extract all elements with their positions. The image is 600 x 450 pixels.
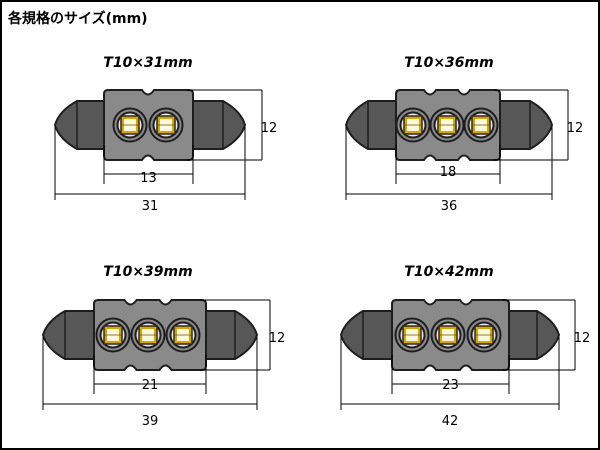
end-cap-right bbox=[497, 100, 554, 150]
led-chip bbox=[130, 317, 166, 353]
height-label: 12 bbox=[574, 331, 591, 346]
body-width-label: 13 bbox=[140, 171, 157, 186]
height-label: 12 bbox=[567, 121, 584, 136]
led-chip bbox=[429, 107, 465, 143]
led-chip bbox=[466, 317, 502, 353]
led-chip bbox=[148, 107, 184, 143]
led-chip bbox=[394, 317, 430, 353]
total-length-label: 39 bbox=[142, 414, 159, 429]
height-label: 12 bbox=[269, 331, 286, 346]
total-length-label: 36 bbox=[441, 199, 458, 214]
bulb-panel-2: T10×36mm 18 36 12 bbox=[344, 55, 584, 214]
bulb-panel-1: T10×31mm 13 31 12 bbox=[53, 55, 278, 214]
led-chip bbox=[395, 107, 431, 143]
total-length-label: 31 bbox=[142, 199, 159, 214]
body-width-label: 18 bbox=[440, 165, 457, 180]
body-width-label: 21 bbox=[142, 378, 159, 393]
led-chip bbox=[112, 107, 148, 143]
end-cap-right bbox=[506, 310, 561, 360]
end-cap-left bbox=[41, 310, 97, 360]
bulb-title: T10×31mm bbox=[103, 55, 192, 71]
bulb-title: T10×39mm bbox=[103, 264, 192, 280]
bulb-title: T10×36mm bbox=[404, 55, 493, 71]
end-cap-right bbox=[203, 310, 259, 360]
height-label: 12 bbox=[261, 121, 278, 136]
total-length-label: 42 bbox=[442, 414, 459, 429]
bulb-panel-3: T10×39mm 21 39 12 bbox=[41, 264, 286, 429]
body-width-label: 23 bbox=[442, 378, 459, 393]
end-cap-left bbox=[344, 100, 399, 150]
page-title: 各規格のサイズ(mm) bbox=[8, 11, 148, 27]
led-chip bbox=[95, 317, 131, 353]
bulb-panel-4: T10×42mm 23 42 12 bbox=[339, 264, 591, 429]
end-cap-right bbox=[190, 100, 247, 150]
bulb-title: T10×42mm bbox=[404, 264, 493, 280]
end-cap-left bbox=[53, 100, 107, 150]
led-chip bbox=[430, 317, 466, 353]
led-chip bbox=[165, 317, 201, 353]
led-chip bbox=[463, 107, 499, 143]
end-cap-left bbox=[339, 310, 395, 360]
